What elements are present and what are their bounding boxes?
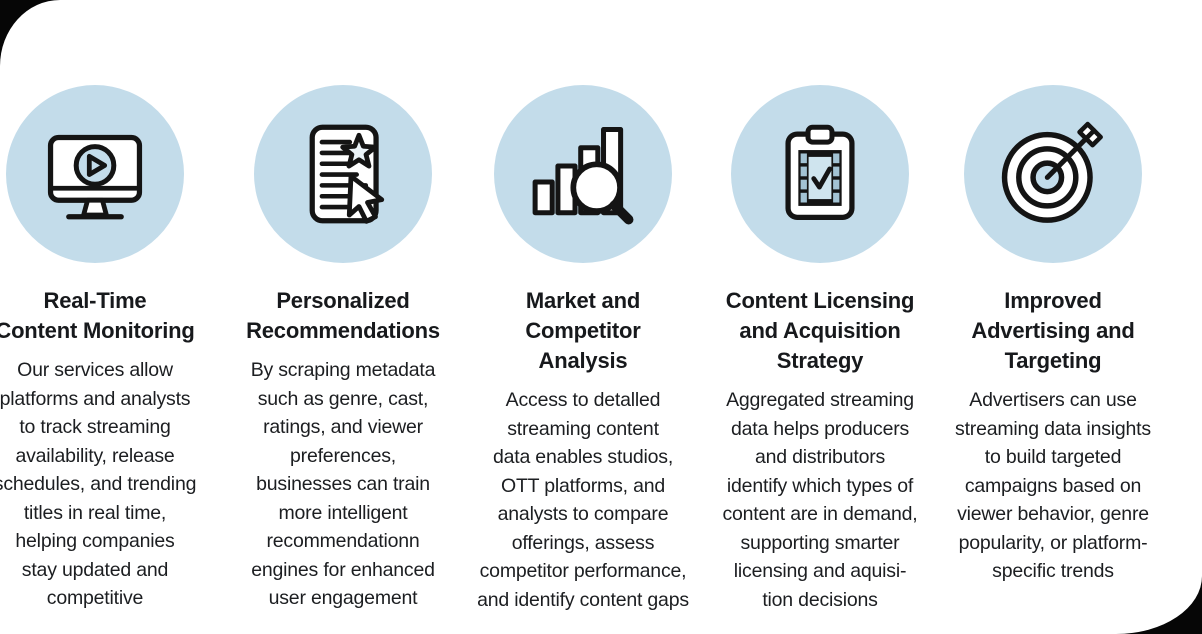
feature-column-improved-advertising: Improved Advertising and Targeting Adver… <box>933 85 1173 614</box>
icon-bubble <box>6 85 184 263</box>
feature-description: Our services allow platforms and analyst… <box>0 359 197 609</box>
feature-description: Aggregated streaming data helps producer… <box>722 389 918 611</box>
document-star-cursor-icon <box>309 124 385 224</box>
icon-bubble <box>731 85 909 263</box>
feature-title: Content Licensing and Acquisition Strate… <box>725 288 915 373</box>
feature-columns: Real-Time Content Monitoring Our service… <box>0 85 1173 614</box>
feature-title: Personalized Recommendations <box>246 288 440 343</box>
icon-bubble <box>964 85 1142 263</box>
feature-title: Improved Advertising and Targeting <box>971 288 1135 373</box>
feature-description: By scraping metadata such as genre, cast… <box>250 359 436 609</box>
icon-bubble <box>494 85 672 263</box>
bar-chart-magnifier-icon <box>532 127 634 225</box>
feature-title: Market and Competitor Analysis <box>525 288 641 373</box>
feature-column-content-licensing-strategy: Content Licensing and Acquisition Strate… <box>700 85 940 614</box>
feature-description: Advertisers can use streaming data insig… <box>955 389 1151 582</box>
feature-column-market-competitor-analysis: Market and Competitor Analysis Access to… <box>463 85 703 614</box>
icon-bubble <box>254 85 432 263</box>
feature-description: Access to detalled streaming content dat… <box>477 389 689 611</box>
target-arrow-icon <box>1001 121 1103 223</box>
feature-column-real-time-monitoring: Real-Time Content Monitoring Our service… <box>0 85 215 614</box>
monitor-play-icon <box>47 134 143 220</box>
clipboard-film-check-icon <box>785 124 855 220</box>
feature-title: Real-Time Content Monitoring <box>0 288 195 343</box>
feature-column-personalized-recommendations: Personalized Recommendations By scraping… <box>223 85 463 614</box>
